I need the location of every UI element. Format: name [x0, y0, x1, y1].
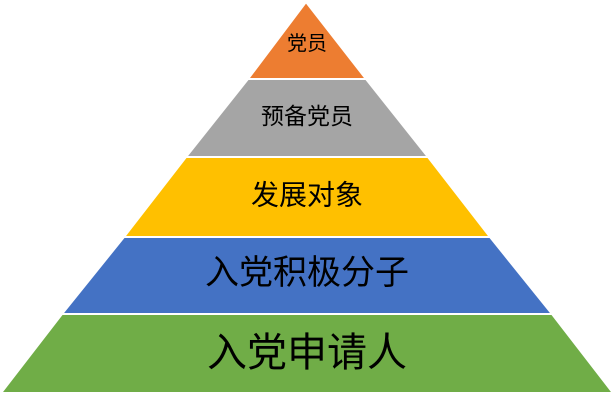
- pyramid-tier-5: 入党申请人: [0, 313, 614, 394]
- pyramid-tier-3: 发展对象: [121, 156, 493, 238]
- pyramid-tier-1: 党员: [245, 0, 369, 80]
- pyramid-tier-4: 入党积极分子: [59, 236, 555, 315]
- pyramid-tier-5-label: 入党申请人: [207, 330, 407, 376]
- pyramid-tier-4-label: 入党积极分子: [205, 253, 409, 293]
- pyramid-tier-2: 预备党员: [183, 78, 431, 158]
- pyramid-tier-1-label: 党员: [287, 31, 327, 55]
- pyramid-tier-5-shape: [0, 313, 614, 394]
- pyramid-tier-3-label: 发展对象: [251, 179, 363, 212]
- pyramid-tier-2-label: 预备党员: [261, 104, 353, 130]
